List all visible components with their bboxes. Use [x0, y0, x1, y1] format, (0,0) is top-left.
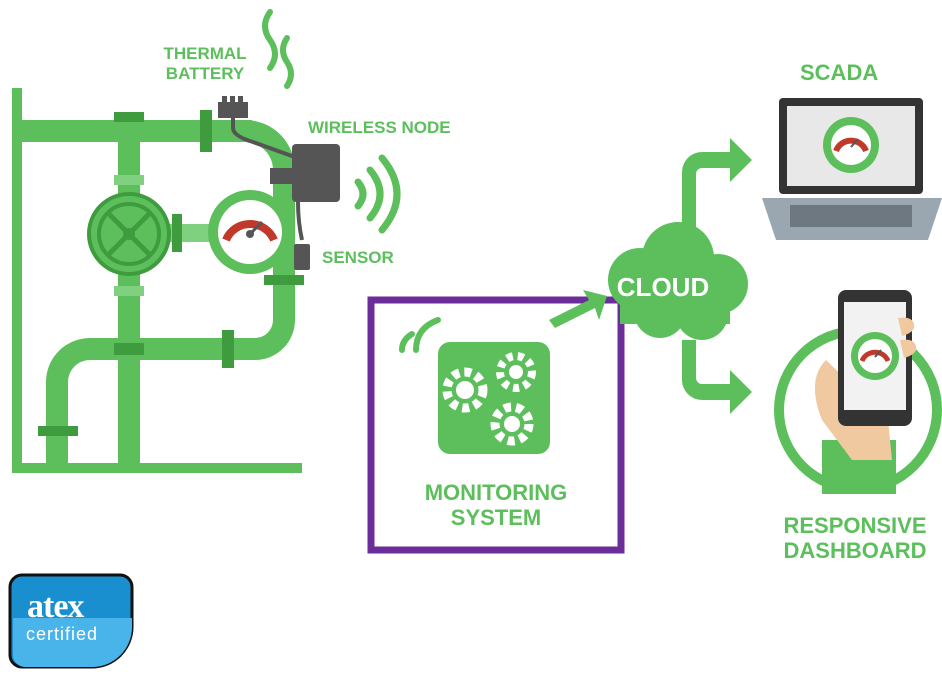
atex-badge-word: atex: [27, 588, 84, 625]
heat-waves-icon: [262, 9, 294, 89]
valve-wheel-icon: [87, 192, 171, 276]
monitoring-system-label: MONITORING SYSTEM: [424, 480, 568, 531]
gears-icon: [438, 342, 550, 454]
thermal-battery-label: THERMAL BATTERY: [163, 44, 247, 83]
scada-label: SCADA: [800, 60, 879, 85]
wireless-node-icon: [270, 144, 340, 270]
monitoring-highlight-box: [367, 296, 625, 554]
cloud-icon: [608, 222, 748, 340]
cloud-label: CLOUD: [616, 272, 710, 302]
monitoring-wifi-icon: [399, 317, 441, 353]
responsive-dashboard-label: RESPONSIVE DASHBOARD: [783, 513, 927, 564]
wifi-signal-icon: [354, 154, 401, 234]
thermal-battery-icon: [218, 96, 304, 162]
wireless-node-label: WIRELESS NODE: [308, 118, 451, 137]
laptop-icon: [762, 98, 942, 240]
arrow-icon: [682, 138, 752, 414]
atex-badge: [8, 573, 134, 669]
smartphone-icon: [774, 290, 942, 494]
pressure-gauge-icon: [208, 190, 292, 274]
sensor-label: SENSOR: [322, 248, 394, 267]
arrow-icon: [549, 290, 607, 328]
pipe-system: [12, 88, 304, 473]
atex-badge-certified: certified: [26, 624, 99, 644]
